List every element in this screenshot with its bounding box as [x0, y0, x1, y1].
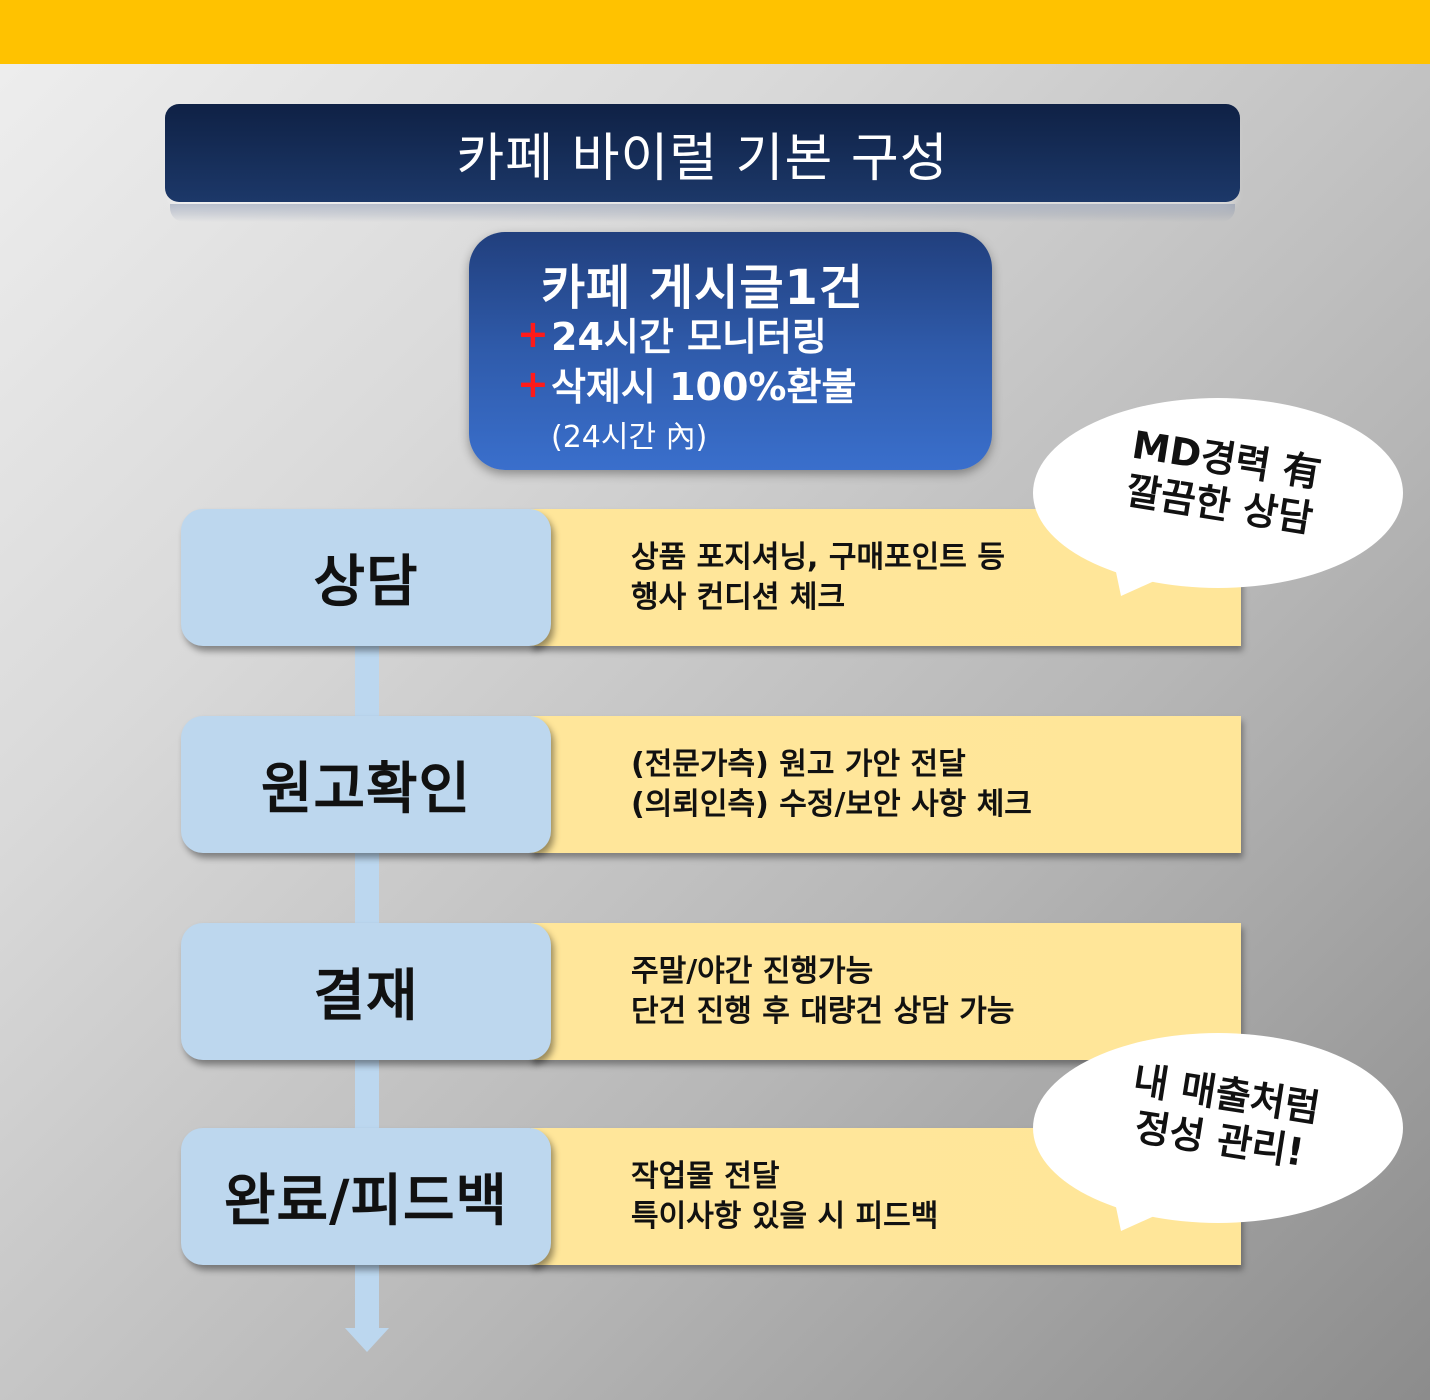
flow-connector: [355, 848, 379, 933]
step-label-text: 완료/피드백: [223, 1169, 509, 1234]
step-description-line: 상품 포지셔닝, 구매포인트 등: [631, 539, 1005, 575]
step-description-line: 작업물 전달: [631, 1158, 780, 1194]
step-label: 원고확인: [181, 716, 551, 853]
step-description: 주말/야간 진행가능 단건 진행 후 대량건 상담 가능: [531, 923, 1241, 1060]
product-feature-label: 24시간 모니터링: [551, 315, 827, 359]
speech-bubble-icon: [1033, 398, 1403, 596]
step-description-line: 행사 컨디션 체크: [631, 579, 846, 615]
title-reflection: [170, 204, 1235, 222]
speech-bubble-sincere-care: 내 매출처럼 정성 관리!: [1033, 1033, 1403, 1231]
step-label-text: 상담: [313, 550, 419, 615]
plus-icon: +: [517, 311, 549, 356]
product-feature-refund: + 삭제시 100%환불: [517, 356, 856, 411]
step-label: 완료/피드백: [181, 1128, 551, 1265]
product-feature-label: 삭제시 100%환불: [551, 365, 857, 409]
step-description-line: 단건 진행 후 대량건 상담 가능: [631, 993, 1015, 1029]
flow-connector: [355, 640, 379, 725]
step-label-text: 원고확인: [260, 757, 472, 822]
speech-bubble-icon: [1033, 1033, 1403, 1231]
step-description-line: (의뢰인측) 수정/보안 사항 체크: [631, 786, 1032, 822]
step-label: 상담: [181, 509, 551, 646]
page-title-text: 카페 바이럴 기본 구성: [456, 128, 949, 189]
step-description-line: (전문가측) 원고 가안 전달: [631, 746, 966, 782]
step-label: 결재: [181, 923, 551, 1060]
page-title: 카페 바이럴 기본 구성: [165, 104, 1240, 202]
step-label-text: 결재: [313, 964, 419, 1029]
arrow-down-icon: [345, 1328, 389, 1352]
product-summary-box: 카페 게시글1건 + 24시간 모니터링 + 삭제시 100%환불 (24시간 …: [469, 232, 992, 470]
step-completion-feedback: 작업물 전달 특이사항 있을 시 피드백 완료/피드백: [181, 1128, 1241, 1265]
step-draft-review: (전문가측) 원고 가안 전달 (의뢰인측) 수정/보안 사항 체크 원고확인: [181, 716, 1241, 853]
speech-bubble-md-experience: MD경력 有 깔끔한 상담: [1033, 398, 1403, 596]
step-description: (전문가측) 원고 가안 전달 (의뢰인측) 수정/보안 사항 체크: [531, 716, 1241, 853]
flow-connector: [355, 1055, 379, 1135]
top-accent-bar: [0, 0, 1430, 64]
product-feature-monitoring: + 24시간 모니터링: [517, 306, 827, 361]
flow-connector: [355, 1260, 379, 1330]
step-description-line: 특이사항 있을 시 피드백: [631, 1198, 939, 1234]
plus-icon: +: [517, 361, 549, 406]
step-description-line: 주말/야간 진행가능: [631, 953, 874, 989]
product-main-label: 카페 게시글1건: [541, 260, 865, 316]
step-payment: 주말/야간 진행가능 단건 진행 후 대량건 상담 가능 결재: [181, 923, 1241, 1060]
product-note: (24시간 內): [551, 420, 708, 455]
